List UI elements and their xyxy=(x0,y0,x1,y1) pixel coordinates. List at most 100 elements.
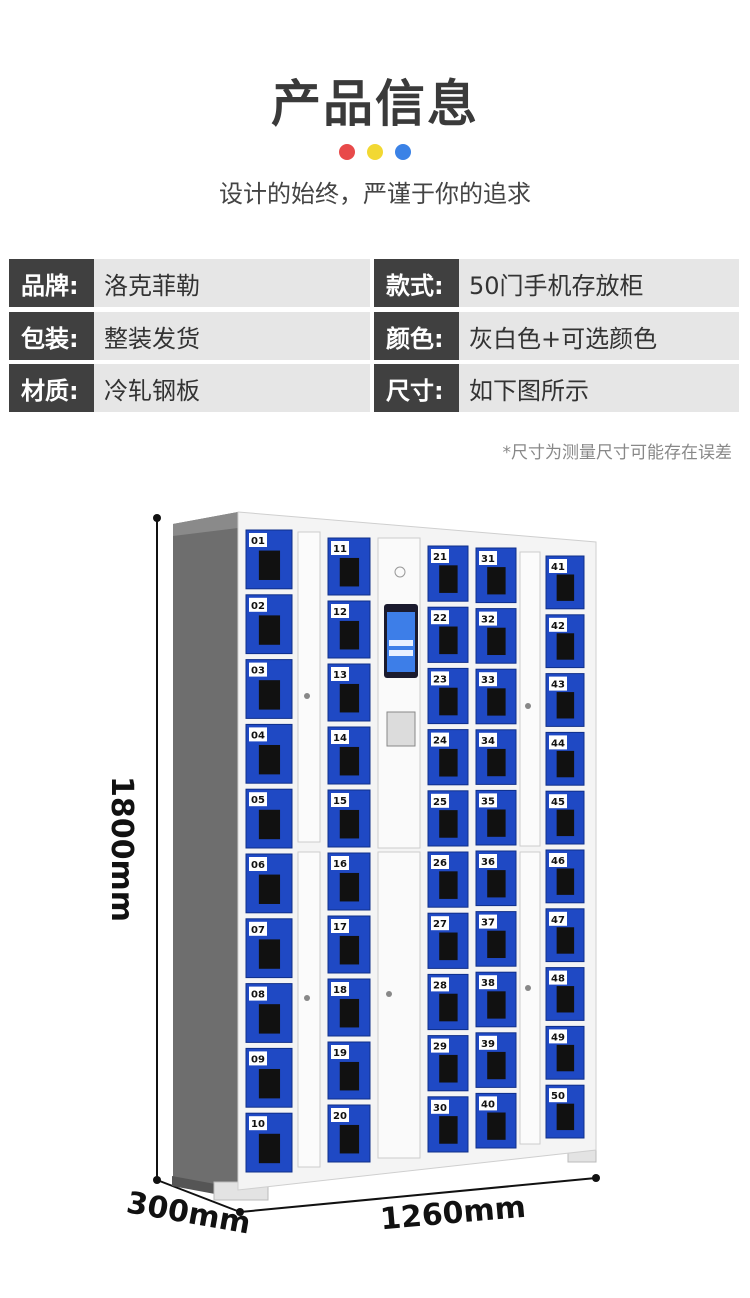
door-number-label xyxy=(549,617,567,632)
door-number-label xyxy=(431,855,449,869)
door-number-label xyxy=(549,853,567,867)
spec-row: 包装: 整装发货 颜色: 灰白色+可选颜色 xyxy=(9,312,739,360)
door-window xyxy=(487,991,506,1019)
door-window xyxy=(439,1054,458,1083)
door-number: 06 xyxy=(251,860,265,871)
door-number-label xyxy=(479,975,497,990)
door-number: 32 xyxy=(481,615,495,626)
door-window xyxy=(487,627,506,656)
door-number-label xyxy=(431,732,449,747)
door-number-label xyxy=(249,857,267,871)
spec-brand: 品牌: 洛克菲勒 xyxy=(9,259,374,307)
divider-panel xyxy=(519,551,541,847)
cabinet-foot xyxy=(172,1176,215,1194)
door-number: 45 xyxy=(551,797,565,808)
door-number: 37 xyxy=(481,918,495,929)
spec-value: 冷轧钢板 xyxy=(94,364,370,412)
spec-label: 颜色: xyxy=(374,312,459,360)
door-number: 44 xyxy=(551,738,565,749)
door-number-label xyxy=(331,919,349,933)
locker-doors: 0102030405060708091011121314151617181920… xyxy=(245,529,585,1173)
door-number-label xyxy=(479,551,497,565)
screen-button xyxy=(389,640,413,646)
door-window xyxy=(487,1051,506,1080)
door-window xyxy=(258,1068,281,1099)
door-window xyxy=(556,633,575,660)
door-number: 41 xyxy=(551,562,565,573)
door-window xyxy=(487,567,506,595)
door-number-label xyxy=(431,1099,449,1114)
page-title: 产品信息 xyxy=(271,75,479,133)
door-window xyxy=(339,1061,360,1091)
door-number: 43 xyxy=(551,680,565,691)
spec-value: 灰白色+可选颜色 xyxy=(459,312,739,360)
door-number-label xyxy=(331,1045,349,1059)
spec-material: 材质: 冷轧钢板 xyxy=(9,364,374,412)
door-window xyxy=(487,748,506,777)
spec-row: 品牌: 洛克菲勒 款式: 50门手机存放柜 xyxy=(9,259,739,307)
spec-packaging: 包装: 整装发货 xyxy=(9,312,374,360)
cabinet-side-panel xyxy=(173,512,238,1190)
dim-dot xyxy=(592,1174,600,1182)
door-window xyxy=(439,626,458,655)
spec-value: 洛克菲勒 xyxy=(94,259,370,307)
spec-label: 材质: xyxy=(9,364,94,412)
door-window xyxy=(556,868,575,895)
lock-icon xyxy=(525,985,531,991)
door-number: 39 xyxy=(481,1039,495,1050)
locker-cabinet-illustration: 0102030405060708091011121314151617181920… xyxy=(153,511,600,1216)
lock-icon xyxy=(304,693,310,699)
door-number: 47 xyxy=(551,915,565,926)
door-window xyxy=(339,557,360,587)
door-window xyxy=(439,871,458,899)
door-number: 28 xyxy=(433,980,447,991)
door-number-label xyxy=(249,986,267,1001)
door-number: 33 xyxy=(481,675,495,686)
door-number: 21 xyxy=(433,552,447,563)
divider-panel xyxy=(519,851,541,1145)
spec-value: 如下图所示 xyxy=(459,364,739,412)
door-number: 08 xyxy=(251,990,265,1001)
door-window xyxy=(258,1004,281,1034)
door-number: 07 xyxy=(251,925,265,936)
door-number: 12 xyxy=(333,607,347,618)
spec-size: 尺寸: 如下图所示 xyxy=(374,364,739,412)
spec-label: 品牌: xyxy=(9,259,94,307)
door-number: 01 xyxy=(251,536,265,547)
door-number-label xyxy=(479,1096,497,1111)
door-number: 02 xyxy=(251,601,265,612)
door-number-label xyxy=(431,610,449,625)
door-number-label xyxy=(431,1038,449,1053)
speaker-icon xyxy=(394,566,406,578)
door-number: 46 xyxy=(551,856,565,867)
door-number-label xyxy=(249,662,267,677)
door-window xyxy=(339,998,360,1028)
spec-label: 尺寸: xyxy=(374,364,459,412)
door-number: 14 xyxy=(333,733,347,744)
door-window xyxy=(258,615,281,645)
door-window xyxy=(439,810,458,838)
door-number: 36 xyxy=(481,857,495,868)
door-number-label xyxy=(479,854,497,868)
door-window xyxy=(556,809,575,837)
door-number: 10 xyxy=(251,1119,265,1130)
door-number-label xyxy=(479,611,497,626)
door-number: 23 xyxy=(433,674,447,685)
blue-dot xyxy=(395,144,411,160)
page-subtitle: 设计的始终，严谨于你的追求 xyxy=(219,180,531,208)
control-panel xyxy=(377,537,421,849)
spec-label: 包装: xyxy=(9,312,94,360)
door-number: 16 xyxy=(333,859,347,870)
door-number-label xyxy=(549,676,567,691)
door-number-label xyxy=(331,1108,349,1122)
info-plate xyxy=(386,711,416,747)
door-number: 09 xyxy=(251,1054,265,1065)
depth-line xyxy=(156,1179,241,1213)
door-number-label xyxy=(549,794,567,809)
door-number-label xyxy=(479,672,497,687)
door-window xyxy=(339,746,360,776)
door-number-label xyxy=(331,604,349,618)
door-window xyxy=(556,986,575,1013)
door-number-label xyxy=(549,911,567,926)
door-number-label xyxy=(249,727,267,742)
